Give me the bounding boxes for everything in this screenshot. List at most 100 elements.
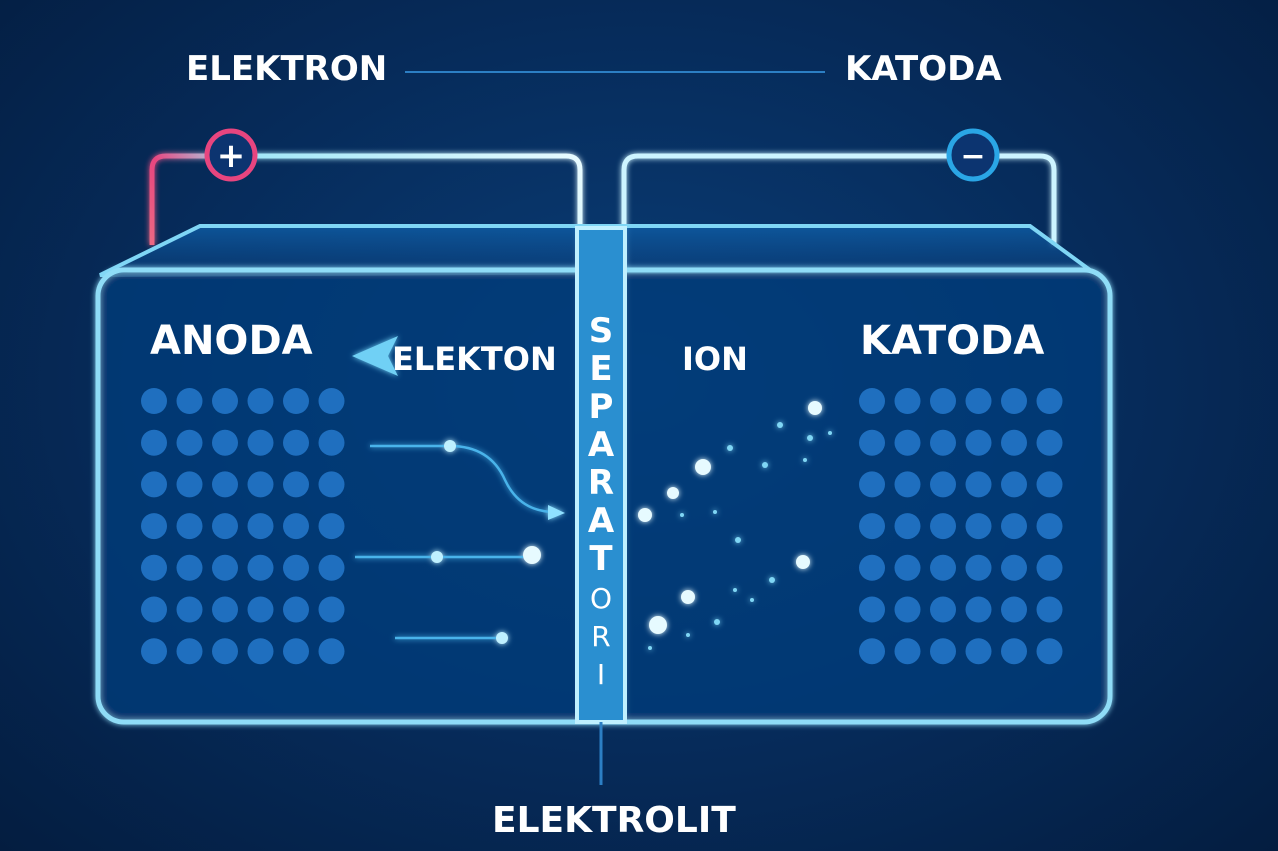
separator-letter: P (589, 387, 614, 427)
ion-particle (695, 459, 711, 475)
particle-dot (894, 638, 921, 665)
particle-dot (247, 388, 274, 414)
particle-dot (1001, 513, 1027, 540)
particle-dot (859, 429, 885, 456)
separator-letter: I (597, 658, 605, 691)
electron-flow (355, 440, 565, 644)
particle-dot (247, 638, 274, 665)
particle-dot (859, 513, 885, 540)
electrolyte-label: ELEKTROLIT (492, 800, 736, 841)
particle-dot (930, 638, 956, 665)
particle-dot (965, 638, 992, 665)
ion-particles (638, 401, 832, 650)
particle-dot (930, 471, 956, 498)
particle-dot (1001, 429, 1027, 456)
anode-label: ANODA (150, 318, 313, 364)
particle-dot (141, 429, 167, 456)
title-left: ELEKTRON (186, 49, 387, 89)
particle-dot (141, 388, 167, 414)
particle-dot (247, 429, 274, 456)
particle-dot (894, 429, 921, 456)
particle-dot (1036, 388, 1063, 414)
particle-dot (930, 554, 956, 581)
particle-dot (176, 638, 203, 665)
ion-particle (769, 577, 775, 583)
particle-dot (318, 388, 345, 414)
particle-dot (141, 596, 167, 623)
anode-wire (149, 153, 583, 720)
ion-particle (750, 598, 754, 602)
ion-particle (807, 435, 813, 441)
particle-dot (1036, 513, 1063, 540)
particle-dot (1036, 554, 1063, 581)
particle-dot (212, 471, 238, 498)
ion-particle (762, 462, 768, 468)
ion-particle (713, 510, 717, 514)
particle-dot (930, 429, 956, 456)
particle-dot (283, 388, 309, 414)
particle-dot (176, 554, 203, 581)
cathode-particle-grid (859, 388, 1063, 665)
separator-letter: A (588, 425, 615, 465)
ion-particle (808, 401, 822, 415)
positive-terminal: + (204, 128, 258, 182)
cathode-wire (621, 153, 1057, 720)
particle-dot (212, 638, 238, 665)
title-right: KATODA (845, 49, 1002, 89)
particle-dot (965, 388, 992, 414)
particle-dot (247, 596, 274, 623)
separator-letter: O (590, 582, 612, 615)
ion-particle (796, 555, 810, 569)
particle-dot (1036, 638, 1063, 665)
particle-dot (859, 388, 885, 414)
particle-dot (930, 388, 956, 414)
particle-dot (965, 596, 992, 623)
particle-dot (965, 554, 992, 581)
ion-particle (680, 513, 684, 517)
particle-dot (283, 554, 309, 581)
ion-particle (667, 487, 679, 499)
electron-arrow-icon (352, 336, 398, 376)
particle-dot (318, 596, 345, 623)
particle-dot (894, 388, 921, 414)
particle-dot (859, 471, 885, 498)
particle-dot (212, 513, 238, 540)
particle-dot (212, 429, 238, 456)
separator-letter: R (591, 620, 610, 653)
ion-particle (686, 633, 690, 637)
particle-dot (859, 596, 885, 623)
particle-dot (141, 638, 167, 665)
particle-dot (930, 596, 956, 623)
particle-dot (176, 429, 203, 456)
particle-dot (930, 513, 956, 540)
particle-dot (141, 554, 167, 581)
particle-dot (1036, 429, 1063, 456)
particle-dot (859, 638, 885, 665)
ion-particle (828, 431, 832, 435)
minus-icon: − (960, 139, 985, 174)
particle-dot (1001, 388, 1027, 414)
particle-dot (1036, 471, 1063, 498)
particle-dot (894, 513, 921, 540)
particle-dot (318, 554, 345, 581)
particle-dot (176, 388, 203, 414)
ion-particle (735, 537, 741, 543)
particle-dot (212, 596, 238, 623)
ion-particle (681, 590, 695, 604)
particle-dot (894, 596, 921, 623)
particle-dot (318, 513, 345, 540)
particle-dot (318, 429, 345, 456)
particle-dot (212, 388, 238, 414)
particle-dot (1001, 638, 1027, 665)
particle-dot (283, 429, 309, 456)
separator-letter: S (589, 311, 614, 351)
particle-dot (318, 638, 345, 665)
particle-dot (247, 554, 274, 581)
ion-particle (777, 422, 783, 428)
separator-letter: R (588, 463, 614, 503)
ion-particle (803, 458, 807, 462)
particle-dot (176, 471, 203, 498)
cathode-label: KATODA (860, 318, 1044, 364)
separator-letter: E (589, 349, 612, 389)
